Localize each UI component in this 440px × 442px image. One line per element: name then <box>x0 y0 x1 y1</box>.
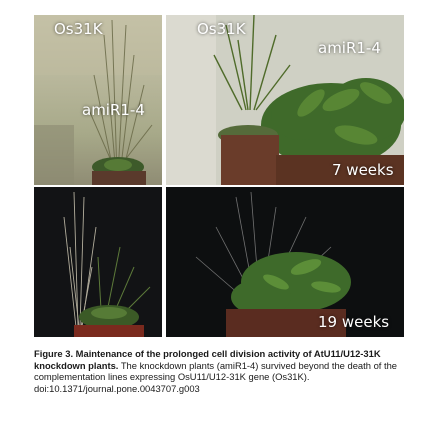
label-os31k: Os31K <box>54 20 103 38</box>
photo-panel-a: Os31K amiR1-4 <box>34 15 162 185</box>
photo-panel-b: Os31K amiR1-4 7 weeks <box>166 15 404 185</box>
label-7-weeks: 7 weeks <box>332 161 394 179</box>
caption-doi: doi:10.1371/journal.pone.0043707.g003 <box>34 382 200 394</box>
label-amir1-4: amiR1-4 <box>82 101 145 119</box>
figure-caption: Figure 3. Maintenance of the prolonged c… <box>34 348 410 394</box>
caption-title: Figure 3. Maintenance of the prolonged c… <box>34 348 381 371</box>
photo-panel-d: 19 weeks <box>166 187 404 337</box>
plant-photo-c <box>34 187 162 337</box>
plant-photo-a <box>34 15 162 185</box>
caption-text: The knockdown plants (amiR1-4) survived … <box>34 359 398 383</box>
plant-photo-d <box>166 187 404 337</box>
label-19-weeks: 19 weeks <box>318 313 390 331</box>
label-os31k: Os31K <box>197 20 246 38</box>
plant-photo-b <box>166 15 404 185</box>
label-amir1-4: amiR1-4 <box>318 39 381 57</box>
photo-panel-c <box>34 187 162 337</box>
